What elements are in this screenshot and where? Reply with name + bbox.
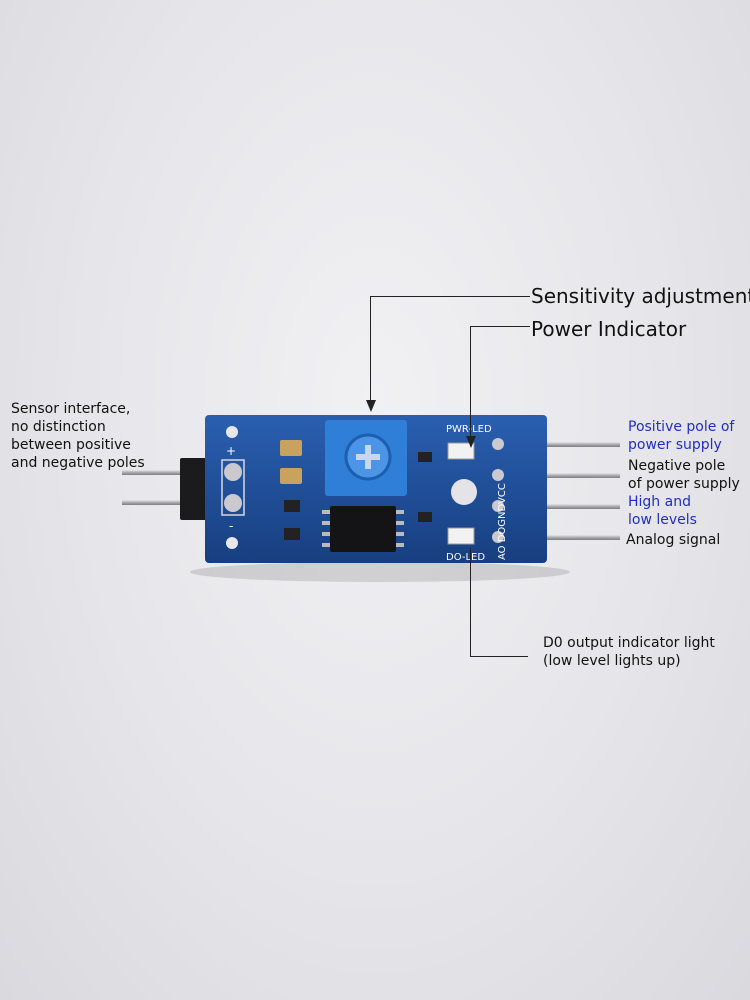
- d0-leader-v: [470, 548, 471, 656]
- pins-silk: AO DOGNDVCC: [497, 483, 508, 560]
- left-sensor-pins: [122, 458, 210, 520]
- label-power-indicator: Power Indicator: [531, 317, 687, 341]
- label-d0-indicator: D0 output indicator light (low level lig…: [543, 635, 715, 669]
- comparator-ic: [322, 506, 404, 552]
- power-arrow: [466, 436, 476, 448]
- d0-led: [447, 527, 475, 545]
- power-leader-h: [470, 326, 530, 327]
- label-negative-pole: Negative pole of power supply: [628, 458, 740, 492]
- pwr-led-silk: PWR-LED: [446, 424, 492, 435]
- label-analog: Analog signal: [626, 532, 721, 548]
- label-positive-pole: Positive pole of power supply: [628, 419, 735, 453]
- sensitivity-leader-h: [370, 296, 530, 297]
- d0-leader-h: [470, 656, 528, 657]
- label-high-low: High and low levels: [628, 494, 697, 528]
- plus-silk: +: [226, 444, 236, 458]
- label-sensor-interface: Sensor interface, no distinction between…: [11, 401, 145, 471]
- sensitivity-leader-v: [370, 296, 371, 400]
- minus-silk: -: [229, 519, 233, 533]
- do-led-silk: DO-LED: [446, 552, 485, 563]
- label-sensitivity: Sensitivity adjustment: [531, 284, 750, 308]
- sensitivity-arrow: [366, 400, 376, 412]
- potentiometer: [325, 420, 407, 496]
- power-leader-v: [470, 326, 471, 436]
